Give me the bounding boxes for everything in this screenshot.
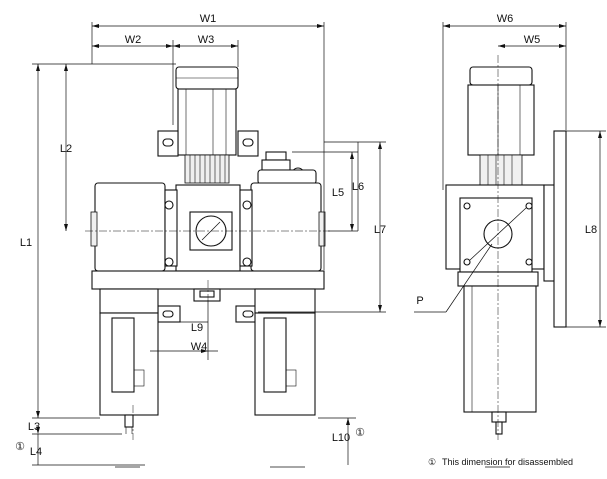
label-l6: L6 <box>352 181 364 193</box>
label-l5: L5 <box>332 187 344 199</box>
label-p: P <box>416 295 423 307</box>
label-l8: L8 <box>585 224 597 236</box>
footnote-symbol: ① <box>428 457 436 467</box>
label-l7: L7 <box>374 224 386 236</box>
regulator-bonnet <box>175 66 239 184</box>
lower-clips <box>157 305 259 323</box>
front-dimensions <box>32 22 386 466</box>
unit-bodies <box>90 182 326 272</box>
label-l2: L2 <box>60 143 72 155</box>
mark-l4: ① <box>15 441 25 453</box>
front-view <box>85 66 330 468</box>
side-dimensions <box>414 22 606 328</box>
label-w4: W4 <box>191 341 208 353</box>
label-w3: W3 <box>198 34 215 46</box>
center-fitting <box>193 288 221 302</box>
label-w5: W5 <box>524 34 541 46</box>
mounting-brackets <box>157 130 259 157</box>
label-l10: L10 <box>332 432 350 444</box>
left-bowl <box>99 288 159 434</box>
label-l1: L1 <box>20 237 32 249</box>
label-w6: W6 <box>497 13 514 25</box>
side-bracket <box>543 130 567 328</box>
label-l9: L9 <box>191 322 203 334</box>
lubricator-fill-plug <box>257 151 317 185</box>
label-w1: W1 <box>200 13 217 25</box>
mark-l10: ① <box>355 427 365 439</box>
side-bonnet <box>467 66 535 186</box>
label-l4: L4 <box>30 446 42 458</box>
label-l3: L3 <box>28 421 40 433</box>
label-w2: W2 <box>125 34 142 46</box>
footnote-text: This dimension for disassembled <box>442 457 573 467</box>
side-view <box>445 55 567 468</box>
side-bowl <box>457 271 539 435</box>
right-bowl <box>254 288 316 416</box>
side-body <box>445 184 545 273</box>
